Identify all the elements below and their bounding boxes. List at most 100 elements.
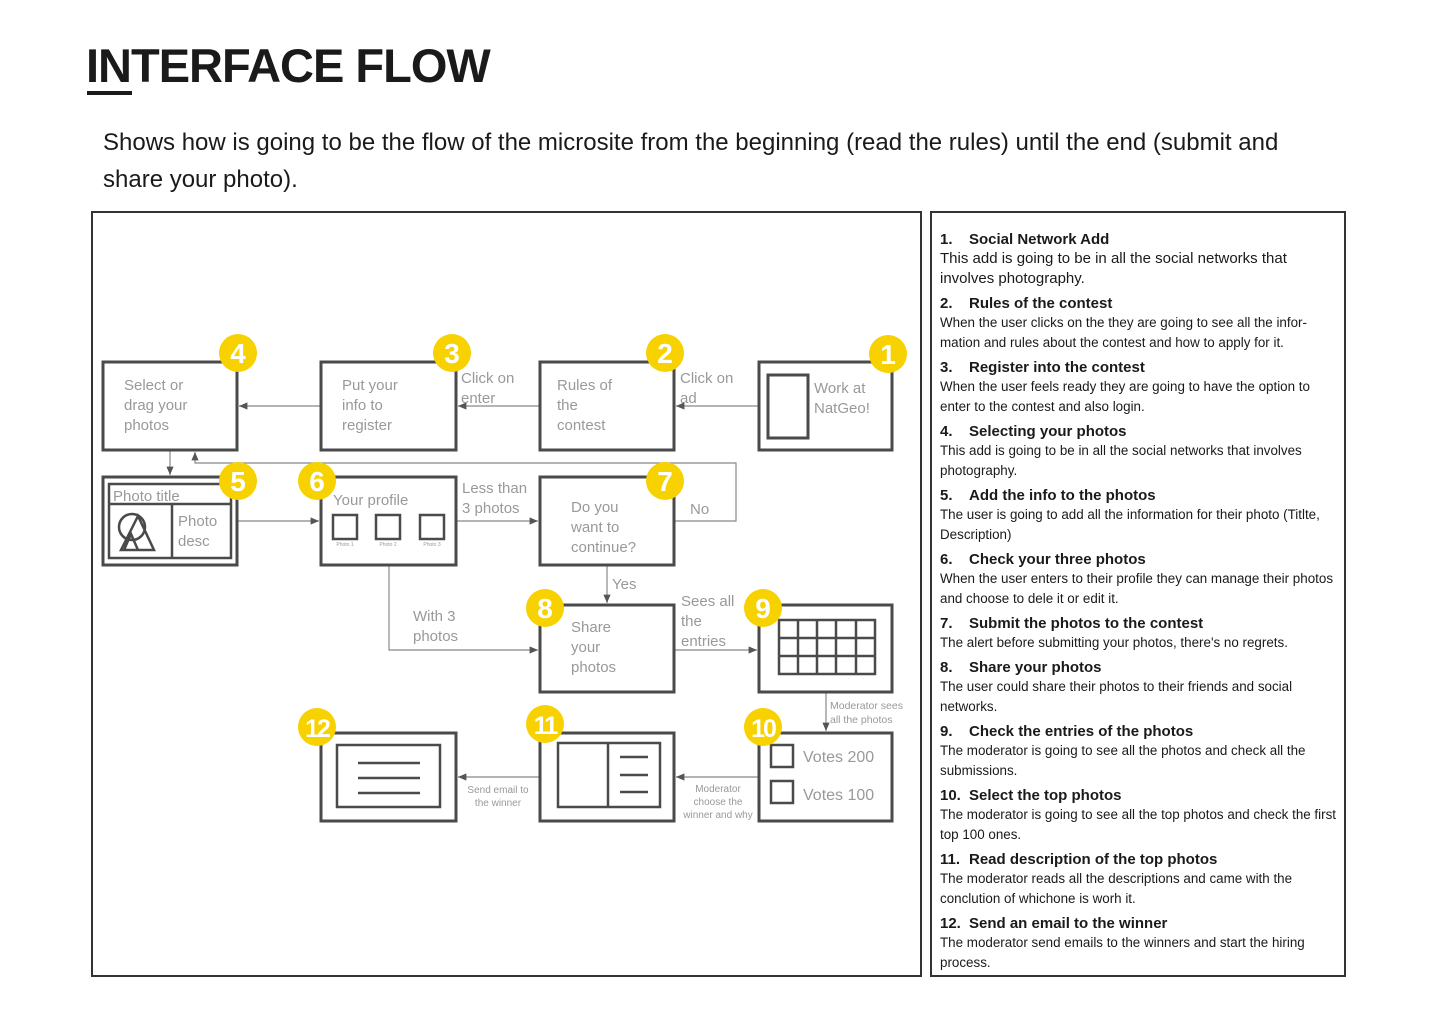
votes-label: Votes 100: [803, 787, 874, 804]
badge-number: 6: [309, 466, 325, 497]
photo-thumb-1: [331, 513, 359, 541]
title-underline: [87, 91, 132, 95]
badge-number: 4: [230, 338, 246, 369]
vote-checkbox: [769, 743, 795, 769]
note-heading: 6.Check your three photos: [940, 550, 1338, 569]
photo-thumb-3: [418, 513, 446, 541]
note-heading: 1.Social Network Add: [940, 230, 1338, 249]
note-title: Social Network Add: [969, 231, 1110, 248]
note-body: The moderator is going to see all the to…: [940, 807, 1336, 842]
screen-8-label: your: [571, 639, 600, 656]
step-badge-9: 9: [744, 589, 782, 627]
note-heading: 8.Share your photos: [940, 658, 1338, 677]
screen-4-label: drag your: [124, 397, 187, 414]
screen-7-label: want to: [570, 519, 619, 536]
screen-3-label: info to: [342, 397, 383, 414]
note-title: Select the top photos: [969, 787, 1122, 804]
photo-form: [107, 482, 233, 560]
note-number: 7.: [940, 615, 953, 632]
edge-label: Send email to: [467, 785, 529, 796]
note-number: 4.: [940, 423, 953, 440]
screen-1-label: NatGeo!: [814, 400, 870, 417]
note-body: The moderator reads all the descriptions…: [940, 871, 1293, 906]
edge-6-8: [388, 565, 538, 654]
badge-circle: [869, 335, 907, 373]
flow-diagram-frame: [91, 211, 922, 977]
screen-4-select-photos: [101, 360, 239, 452]
badge-number: 5: [230, 466, 246, 497]
note-title: Read description of the top photos: [969, 851, 1218, 868]
vote-checkbox: [769, 779, 795, 805]
entries-grid: [777, 618, 877, 676]
note-number: 2.: [940, 295, 953, 312]
edge-label: the: [681, 613, 702, 630]
badge-number: 7: [657, 466, 673, 497]
note-title: Register into the contest: [969, 359, 1145, 376]
screen-7-label: continue?: [571, 539, 636, 556]
step-badge-6: 6: [298, 462, 336, 500]
note-title: Rules of the contest: [969, 295, 1113, 312]
image-icon: [117, 512, 147, 542]
screen-9-entries: [757, 603, 894, 694]
page-subtitle: Shows how is going to be the flow of the…: [103, 129, 1279, 193]
note-heading: 7. Submit the photos to the contest: [940, 614, 1338, 633]
note-number: 10.: [940, 787, 961, 804]
note-title: Submit the photos to the contest: [969, 615, 1204, 632]
edge-label: Sees all: [681, 593, 734, 610]
note-body: The user is going to add all the informa…: [940, 507, 1320, 542]
edge-label: all the photos: [830, 714, 892, 726]
edge-label: With 3: [413, 608, 456, 625]
photo-thumb-label: Photo 1: [336, 542, 353, 548]
step-badge-12: 12: [298, 708, 336, 746]
badge-number: 2: [657, 338, 673, 369]
badge-circle: [433, 334, 471, 372]
screen-4-label: photos: [124, 417, 169, 434]
photo-desc-label: Photo: [178, 513, 217, 530]
edge-label: the winner: [475, 798, 522, 809]
votes-label: Votes 200: [803, 749, 874, 766]
note-number: 8.: [940, 659, 953, 676]
screen-2-label: contest: [557, 417, 606, 434]
edge-label-yes: Yes: [612, 576, 636, 593]
note-title: Selecting your photos: [969, 423, 1127, 440]
photo-title-label: Photo title: [113, 488, 180, 505]
badge-circle: [219, 462, 257, 500]
badge-number: 12: [305, 715, 330, 743]
edge-label: photos: [413, 628, 458, 645]
edge-label: enter: [461, 390, 495, 407]
photo-thumb-label: Photo 3: [423, 542, 440, 548]
badge-number: 3: [444, 338, 460, 369]
badge-number: 11: [534, 712, 559, 740]
edge-label: choose the: [694, 797, 743, 808]
screen-12-email: [319, 731, 458, 823]
step-badge-7: 7: [646, 462, 684, 500]
note-body: When the user feels ready they are going…: [940, 379, 1310, 414]
screen-8-label: Share: [571, 619, 611, 636]
step-badge-5: 5: [219, 462, 257, 500]
step-badge-11: 11: [526, 705, 564, 743]
note-title: Send an email to the winner: [969, 915, 1168, 932]
photo-desc-label: desc: [178, 533, 210, 550]
photo-thumb-label: Photo 2: [379, 542, 396, 548]
screen-8-share: [538, 603, 676, 694]
profile-title: Your profile: [333, 492, 408, 509]
note-number: 3.: [940, 359, 953, 376]
screen-2-rules: [538, 360, 676, 452]
edge-label: winner and why: [682, 810, 752, 821]
screen-2-label: Rules of: [557, 377, 613, 394]
screen-4-label: Select or: [124, 377, 183, 394]
badge-circle: [298, 462, 336, 500]
ad-image-placeholder: [766, 373, 810, 440]
note-body: The alert before submitting your photos,…: [940, 635, 1288, 650]
screen-5-photo-info: [101, 475, 239, 567]
badge-circle: [646, 462, 684, 500]
